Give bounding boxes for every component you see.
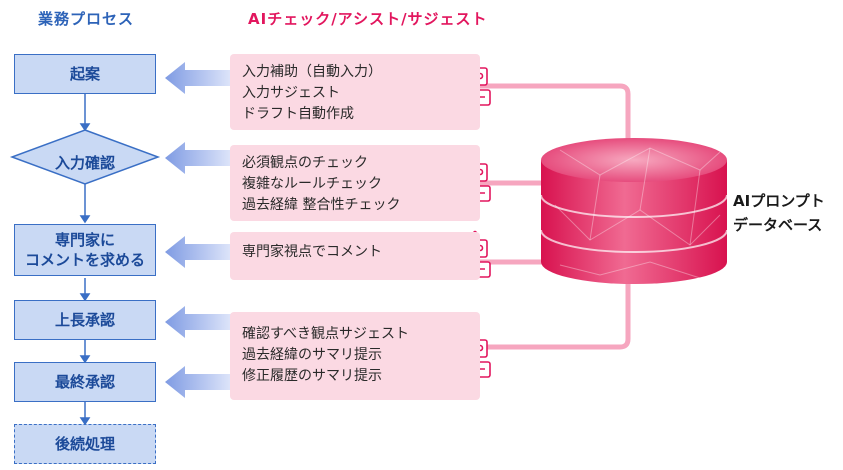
process-step-label: 後続処理: [54, 435, 115, 453]
ai-card-line: 確認すべき観点サジェスト: [242, 326, 410, 342]
ai-card-expert-comment: 専門家視点でコメント: [230, 232, 480, 280]
ai-card-input-check: 必須観点のチェック 複雑なルールチェック 過去経緯 整合性チェック: [230, 145, 480, 221]
ai-card-line: ドラフト自動作成: [242, 106, 354, 122]
database-label: AIプロンプト データベース: [733, 189, 838, 237]
database-cylinder-icon: [540, 138, 728, 284]
ai-card-line: 入力サジェスト: [242, 85, 340, 101]
db-connectors: [480, 83, 631, 350]
ai-column-header: AIチェック/アシスト/サジェスト: [248, 10, 488, 28]
process-step-draft: 起案: [14, 54, 156, 94]
database-label-line: AIプロンプト: [733, 192, 825, 210]
ai-card-line: 複雑なルールチェック: [242, 176, 382, 192]
process-step-manager-approval: 上長承認: [14, 300, 156, 340]
process-step-label: 起案: [69, 65, 100, 83]
process-column-header: 業務プロセス: [38, 10, 135, 28]
process-step-label: 最終承認: [54, 373, 115, 391]
ai-card-line: 過去経緯のサマリ提示: [242, 347, 382, 363]
process-step-follow-up: 後続処理: [14, 424, 156, 464]
process-step-label: 専門家に コメントを求める: [24, 231, 145, 269]
flow-connectors: [79, 94, 91, 426]
ai-card-line: 修正履歴のサマリ提示: [242, 368, 382, 384]
ai-card-line: 過去経緯 整合性チェック: [242, 197, 401, 213]
decision-diamond: [9, 129, 161, 185]
ai-card-line: 必須観点のチェック: [242, 155, 368, 171]
ai-card-approval-support: 確認すべき観点サジェスト 過去経緯のサマリ提示 修正履歴のサマリ提示: [230, 312, 480, 400]
process-step-expert-comment: 専門家に コメントを求める: [14, 224, 156, 276]
process-step-label: 上長承認: [54, 311, 115, 329]
left-arrow-icon: [165, 62, 232, 398]
process-step-input-check: 入力確認: [14, 147, 156, 177]
database-label-line: データベース: [733, 216, 823, 234]
process-step-label: 入力確認: [54, 153, 115, 172]
process-step-final-approval: 最終承認: [14, 362, 156, 402]
ai-card-line: 入力補助（自動入力）: [242, 64, 382, 80]
ai-card-drafting: 入力補助（自動入力） 入力サジェスト ドラフト自動作成: [230, 54, 480, 130]
ai-card-line: 専門家視点でコメント: [242, 244, 382, 260]
